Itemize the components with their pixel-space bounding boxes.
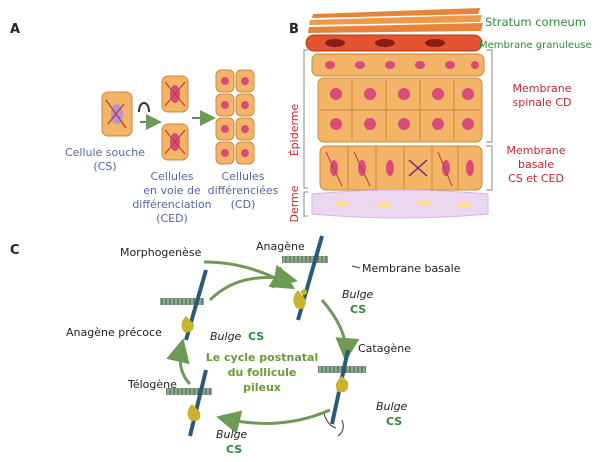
stem-label-1: Cellule souche	[65, 146, 145, 159]
spinal-label-2: spinale CD	[513, 96, 572, 109]
dermis-bracket	[303, 191, 308, 217]
basal-label-2: basale	[518, 158, 554, 171]
ced-label-4: (CED)	[156, 212, 188, 225]
bulge-label-left: Bulge	[210, 330, 242, 343]
telogen-label: Télogène	[127, 378, 177, 391]
panel-label-a: A	[10, 22, 20, 37]
basal-label-1: Membrane	[507, 144, 566, 157]
ced-label-2: en voie de	[143, 184, 201, 197]
stratum-label: Stratum corneum	[485, 15, 586, 29]
self-renewal-arrow	[138, 102, 150, 113]
epidermis-label: Épiderme	[288, 103, 301, 156]
cycle-title-1: Le cycle postnatal	[206, 351, 319, 364]
membrane-pointer	[351, 265, 361, 269]
ced-label-3: différenciation	[132, 198, 211, 211]
morphogenesis-label: Morphogenèse	[120, 246, 202, 259]
basal-layer	[319, 145, 483, 191]
bulge-label-bottom: Bulge	[216, 428, 248, 441]
panel-label-b: B	[289, 22, 299, 37]
cs-label-right: CS	[386, 415, 402, 428]
follicle-anagen	[282, 235, 328, 321]
ced-label-1: Cellules	[150, 170, 193, 183]
bulge-label-top: Bulge	[342, 288, 374, 301]
follicle-early-anagen	[160, 269, 208, 341]
anagen-label: Anagène	[256, 240, 305, 253]
cd-label-1: Cellules	[221, 170, 264, 183]
granular-label: Membrane granuleuse	[479, 40, 592, 51]
cs-label-bottom: CS	[226, 443, 242, 456]
stratum-corneum-layer	[308, 8, 483, 33]
cd-label-2: différenciées	[208, 184, 279, 197]
granular-layer	[305, 34, 483, 52]
spinal-layer	[311, 53, 485, 143]
dermis-label: Derme	[288, 185, 301, 222]
cd-label-3: (CD)	[231, 198, 256, 211]
cycle-title-2: du follicule	[228, 366, 297, 379]
bulge-label-right: Bulge	[376, 400, 408, 413]
basal-label-3: CS et CED	[508, 172, 564, 185]
spinal-label-1: Membrane	[513, 82, 572, 95]
epidermis-bracket	[303, 49, 308, 189]
cycle-title-3: pileux	[243, 381, 281, 394]
cd-cells	[215, 69, 255, 165]
cs-label-left: CS	[248, 330, 264, 343]
spinal-bracket	[486, 49, 493, 143]
basal-bracket	[486, 145, 493, 191]
stem-label-2: (CS)	[93, 160, 116, 173]
catagen-label: Catagène	[358, 342, 411, 355]
membrane-basale-label: Membrane basale	[362, 262, 461, 275]
panel-label-c: C	[10, 243, 20, 258]
dermis-layer	[311, 189, 489, 219]
follicle-catagen	[318, 349, 366, 437]
stem-cell	[101, 91, 133, 137]
cs-label-top: CS	[350, 303, 366, 316]
ced-cells	[161, 75, 189, 161]
early-anagen-label: Anagène précoce	[66, 326, 162, 339]
follicle-telogen	[166, 369, 212, 437]
